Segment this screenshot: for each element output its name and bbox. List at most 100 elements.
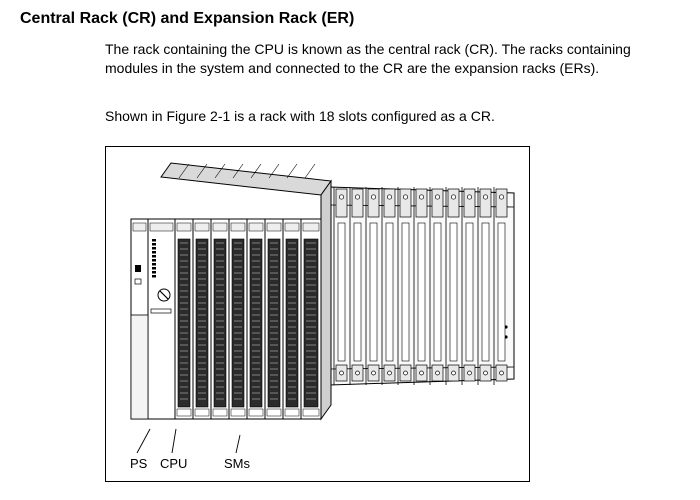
slot-screw — [418, 194, 425, 200]
label-strip — [248, 408, 264, 417]
cpu-led — [152, 263, 156, 266]
slot-screw — [338, 194, 345, 200]
slot-screw — [450, 194, 457, 200]
slot-connector-top — [463, 188, 476, 218]
slot-connector-top — [383, 188, 396, 218]
cpu-led — [152, 255, 156, 258]
top-vent-line — [268, 163, 280, 179]
slot-guide — [337, 222, 346, 362]
slot-screw — [419, 370, 424, 376]
ps-fuse — [134, 278, 142, 285]
led-strip — [194, 222, 210, 232]
slot-screw — [402, 194, 409, 200]
cpu-card-slot — [150, 308, 172, 314]
slot-screw — [370, 194, 377, 200]
slot-screw — [339, 370, 344, 376]
led-strip — [149, 222, 174, 232]
slot-connector-top — [479, 188, 492, 218]
slot-screw — [434, 194, 441, 200]
slot-guide — [385, 222, 394, 362]
led-strip — [266, 222, 282, 232]
top-vent-line — [196, 163, 208, 179]
led-strip — [132, 222, 147, 232]
slot-screw — [354, 194, 361, 200]
cpu-led — [152, 271, 156, 274]
slot-connector-top — [367, 188, 380, 218]
slot-connector-top — [351, 188, 364, 218]
led-strip — [284, 222, 300, 232]
slot-screw — [451, 370, 456, 376]
front-connector — [231, 238, 245, 408]
cpu-led — [152, 239, 156, 242]
cpu-key-slit — [159, 290, 169, 300]
top-vent-line — [250, 163, 262, 179]
rack-illustration — [130, 162, 515, 454]
front-connector — [303, 238, 319, 408]
slot-screw — [371, 370, 376, 376]
callout-sms: SMs — [224, 456, 250, 471]
top-vent-line — [232, 163, 244, 179]
label-strip — [284, 408, 300, 417]
slot-guide — [465, 222, 474, 362]
slot-guide — [353, 222, 362, 362]
front-connector — [213, 238, 227, 408]
front-connector — [249, 238, 263, 408]
top-vent-line — [304, 163, 316, 179]
rack-figure: PS CPU SMs — [105, 146, 530, 482]
slot-screw — [466, 194, 473, 200]
slot-screw — [467, 370, 472, 376]
slot-connector-top — [399, 188, 412, 218]
slot-connector-top — [447, 188, 460, 218]
slot-guide — [401, 222, 410, 362]
slot-screw — [355, 370, 360, 376]
module-block-side — [320, 179, 332, 421]
cpu-led — [152, 275, 156, 278]
slot-connector-top — [415, 188, 428, 218]
slot-guide — [449, 222, 458, 362]
cpu-led — [152, 259, 156, 262]
leader-sms — [235, 434, 241, 454]
front-connector — [267, 238, 281, 408]
cpu-led — [152, 243, 156, 246]
slot-guide — [497, 222, 506, 362]
front-connector — [195, 238, 209, 408]
led-strip — [230, 222, 246, 232]
slot-screw — [482, 194, 489, 200]
slot-guide — [433, 222, 442, 362]
slot-guide — [369, 222, 378, 362]
led-strip — [212, 222, 228, 232]
top-vent-line — [286, 163, 298, 179]
slot-connector-top — [495, 188, 508, 218]
slot-screw — [403, 370, 408, 376]
label-strip — [176, 408, 192, 417]
front-connector — [285, 238, 299, 408]
cpu-led — [152, 247, 156, 250]
slot-connector-top — [335, 188, 348, 218]
led-strip — [248, 222, 264, 232]
label-strip — [230, 408, 246, 417]
label-strip — [266, 408, 282, 417]
label-strip — [194, 408, 210, 417]
led-strip — [176, 222, 192, 232]
ps-switch — [135, 265, 141, 272]
slot-screw — [386, 194, 393, 200]
top-vent-line — [178, 163, 190, 179]
front-connector — [177, 238, 191, 408]
slot-screw — [435, 370, 440, 376]
slot-guide — [481, 222, 490, 362]
slot-screw — [483, 370, 488, 376]
cpu-led — [152, 251, 156, 254]
label-strip — [212, 408, 228, 417]
cpu-led — [152, 267, 156, 270]
label-strip — [302, 408, 320, 417]
slot-screw — [499, 370, 504, 376]
callout-ps: PS — [130, 456, 148, 471]
intro-paragraph: The rack containing the CPU is known as … — [105, 41, 631, 76]
leader-cpu — [171, 428, 177, 454]
slot-connector-top — [431, 188, 444, 218]
slot-screw — [387, 370, 392, 376]
figure-reference-paragraph: Shown in Figure 2-1 is a rack with 18 sl… — [105, 108, 495, 124]
section-heading: Central Rack (CR) and Expansion Rack (ER… — [20, 10, 355, 27]
slot-guide — [417, 222, 426, 362]
leader-ps — [136, 428, 151, 454]
